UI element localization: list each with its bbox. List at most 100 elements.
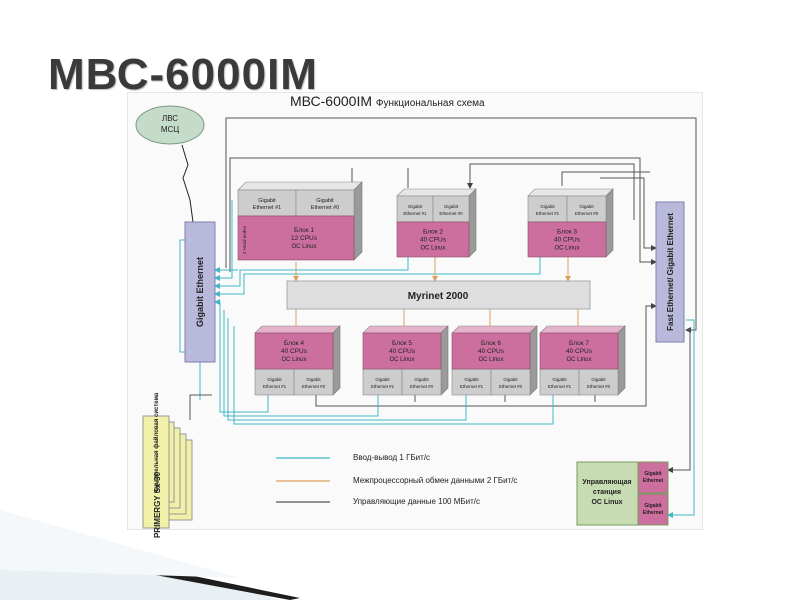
block-7-eth-b-line2: Ethernet #0: [587, 384, 611, 389]
wire-outer-loop: [225, 117, 697, 333]
block-1-os: ОС Linux: [291, 244, 316, 250]
block-3-eth-a-line1: Gigabit: [540, 204, 555, 209]
block-4-cpus: 40 CPUs: [281, 348, 308, 355]
legend-label-3: Управляющие данные 100 МБит/с: [353, 497, 480, 506]
block-2-cpus: 40 CPUs: [420, 237, 447, 244]
lan-line1: ЛВС: [162, 114, 178, 123]
station-eth1-a: Gigabit: [644, 471, 662, 477]
block-5-eth-b-line1: Gigabit: [414, 377, 429, 382]
station-eth2-b: Ethernet: [643, 510, 664, 516]
block-5-eth-a-line2: Ethernet #1: [371, 384, 395, 389]
block-6-eth-a-line1: Gigabit: [464, 377, 479, 382]
block-6-os: ОС Linux: [478, 357, 503, 363]
wire-bottom-ctrl: [315, 303, 657, 407]
block-4-os: ОС Linux: [281, 357, 306, 363]
control-station: Управляющая станция ОС Linux Gigabit Eth…: [576, 461, 669, 526]
block-2-eth-a-line1: Gigabit: [408, 204, 423, 209]
lan-line2: МСЦ: [161, 125, 179, 134]
wire-io-b4: [214, 299, 269, 413]
station-line3: ОС Linux: [591, 499, 622, 506]
wire-io-b5: [223, 310, 379, 417]
fast-bus-label: Fast Ethernet/ Gigabit Ethernet: [666, 213, 675, 331]
block-4-eth-a-line2: Ethernet #1: [263, 384, 287, 389]
myrinet-label: Myrinet 2000: [408, 291, 469, 302]
figure-title-main: МВС-6000IM: [290, 93, 373, 109]
wire-top-loop: [229, 157, 657, 272]
block-4-eth-b-line1: Gigabit: [306, 377, 321, 382]
wire-bus-loop: [179, 239, 185, 353]
block-6-eth-a-line2: Ethernet #1: [460, 384, 484, 389]
block-4-name: Блок 4: [284, 340, 304, 347]
gigabit-ethernet-bus: Gigabit Ethernet: [184, 221, 216, 363]
wire-station-2: [667, 319, 695, 518]
legend-label-2: Межпроцессорный обмен данными 2 ГБит/с: [353, 476, 518, 485]
block-7-eth-a-line2: Ethernet #1: [548, 384, 572, 389]
block-3-eth-a-line2: Ethernet #1: [536, 211, 560, 216]
block-1-eth-a-line2: Ethernet #1: [253, 205, 281, 211]
block-3-cpus: 40 CPUs: [554, 237, 581, 244]
block-3-eth-b-line1: Gigabit: [579, 204, 594, 209]
station-line2: станция: [593, 489, 621, 496]
fast-ethernet-bus: Fast Ethernet/ Gigabit Ethernet: [655, 201, 685, 343]
block-4-eth-a-line1: Gigabit: [267, 377, 282, 382]
wire-io-b6: [227, 318, 467, 421]
storage-system: параллельная файловая система PRIMERGY S…: [142, 392, 193, 538]
head-nodes-note: 2 Head nodes: [242, 225, 247, 254]
wire-io-b1b: [214, 200, 233, 281]
figure-title: МВС-6000IM Функциональная схема: [290, 93, 485, 109]
block-3-name: Блок 3: [557, 229, 577, 236]
connection-wires: [179, 117, 697, 518]
block-6-eth-b-line1: Gigabit: [503, 377, 518, 382]
storage-text2: PRIMERGY Sx-30: [153, 471, 162, 538]
wire-b3-top: [561, 171, 650, 186]
slide-title: МВС-6000IM: [48, 50, 318, 99]
block-2-os: ОС Linux: [420, 246, 445, 252]
block-1-name: Блок 1: [294, 227, 314, 234]
block-6-name: Блок 6: [481, 340, 501, 347]
block-2-name: Блок 2: [423, 229, 443, 236]
station-line1: Управляющая: [582, 479, 631, 486]
block-5-name: Блок 5: [392, 340, 412, 347]
wire-storage: [189, 394, 212, 420]
block-1-eth-b-line2: Ethernet #0: [311, 205, 339, 211]
wire-io-b7: [233, 326, 554, 425]
decorative-corner: [0, 510, 300, 600]
block-1-cpus: 12 CPUs: [291, 235, 318, 242]
legend-lines: [276, 457, 330, 503]
wire-io-b3: [214, 225, 541, 297]
station-eth1-b: Ethernet: [643, 478, 664, 484]
block-5-eth-a-line1: Gigabit: [375, 377, 390, 382]
block-7-name: Блок 7: [569, 340, 589, 347]
block-2-eth-a-line2: Ethernet #1: [403, 211, 427, 216]
block-7-eth-b-line1: Gigabit: [591, 377, 606, 382]
myrinet-switch: Myrinet 2000: [286, 280, 591, 310]
lan-link: [181, 144, 194, 223]
gigabit-bus-label: Gigabit Ethernet: [195, 257, 205, 327]
wire-b3-ctrl: [600, 177, 657, 251]
block-7-cpus: 40 CPUs: [566, 348, 593, 355]
block-6-cpus: 40 CPUs: [478, 348, 505, 355]
block-3-eth-b-line2: Ethernet #0: [575, 211, 599, 216]
station-eth2-a: Gigabit: [644, 503, 662, 509]
block-1-eth-a-line1: Gigabit: [258, 198, 276, 204]
block-5-os: ОС Linux: [389, 357, 414, 363]
block-2-eth-b-line1: Gigabit: [444, 204, 459, 209]
block-2-eth-b-line2: Ethernet #0: [439, 211, 463, 216]
figure-title-sub: Функциональная схема: [375, 98, 485, 109]
block-7-os: ОС Linux: [566, 357, 591, 363]
block-7-eth-a-line1: Gigabit: [552, 377, 567, 382]
block-5-eth-b-line2: Ethernet #0: [410, 384, 434, 389]
wire-b2-ctrl: [467, 163, 635, 220]
lan-node: ЛВС МСЦ: [135, 105, 205, 145]
block-5-cpus: 40 CPUs: [389, 348, 416, 355]
block-4-eth-b-line2: Ethernet #0: [302, 384, 326, 389]
